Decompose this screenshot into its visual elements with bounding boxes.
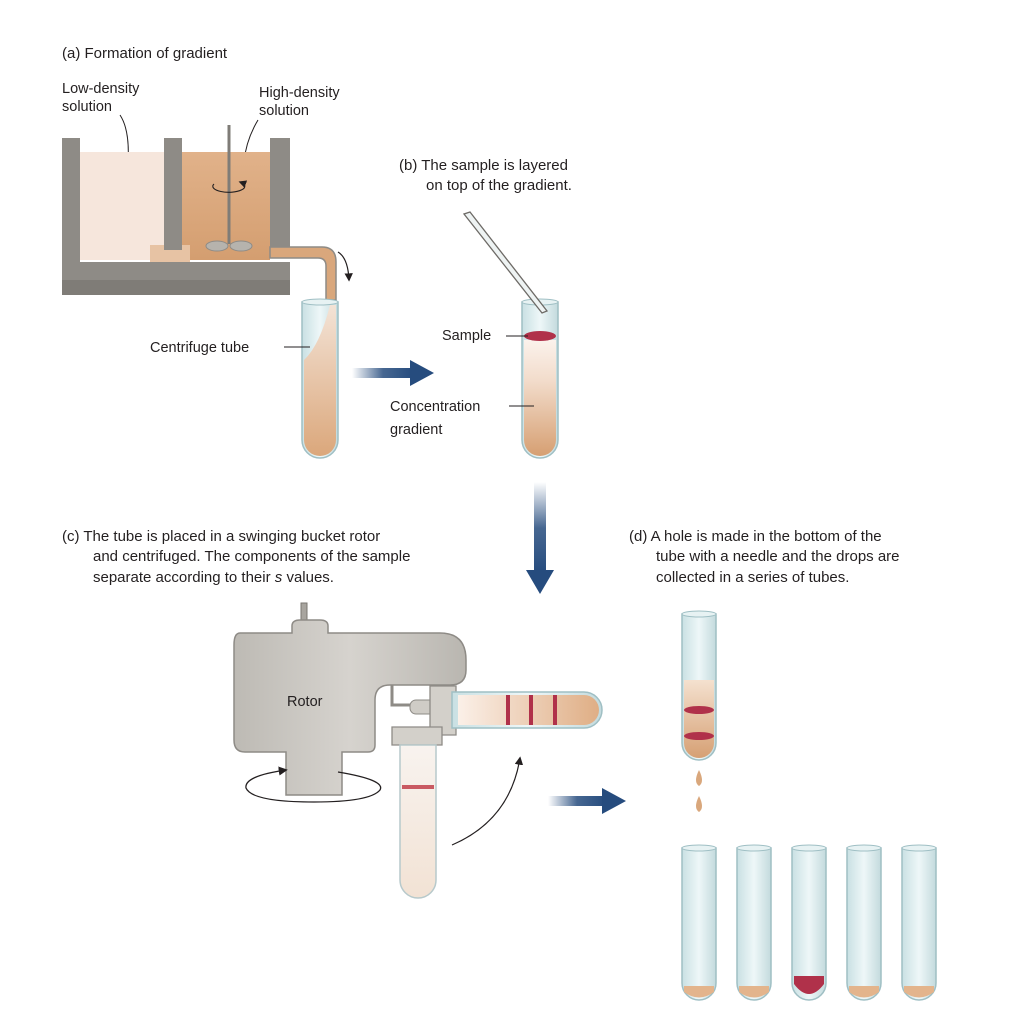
- vessel-divider: [164, 138, 182, 250]
- gradient-label: Concentration: [390, 399, 480, 415]
- collection-tube-4: [846, 844, 882, 1001]
- low-density-label: Low-density: [62, 81, 140, 97]
- source-tube-liquid: [684, 680, 714, 758]
- spin-arrow-icon: [245, 766, 382, 803]
- arrow-c-to-d: [548, 788, 626, 814]
- sample-band-resting: [402, 785, 434, 789]
- rotor-body: [233, 619, 467, 796]
- resting-tube: [399, 744, 437, 899]
- band-1: [506, 695, 510, 725]
- arrow-a-to-b: [352, 360, 434, 386]
- rotation-arrow-icon: [212, 180, 248, 193]
- panel-b-caption: (b) The sample is layered: [399, 157, 568, 174]
- vessel-left-wall: [62, 138, 290, 280]
- panel-d-caption-2: tube with a needle and the drops are: [656, 548, 900, 565]
- tube-a-liquid: [304, 305, 336, 456]
- panel-d-caption: (d) A hole is made in the bottom of the: [629, 528, 882, 545]
- high-density-label: High-density: [259, 85, 340, 101]
- collection-tube-1: [681, 844, 717, 1001]
- bucket-holder-horizontal: [429, 685, 457, 736]
- flow-arrow: [337, 251, 353, 282]
- bucket-holder-vertical: [391, 726, 443, 746]
- collection-tube-2: [736, 844, 772, 1001]
- arrow-right-icon-2: [602, 788, 626, 814]
- arrow-down-icon: [526, 570, 554, 594]
- sample-layer: [524, 331, 556, 341]
- rotor-label: Rotor: [287, 694, 323, 710]
- drop-2: [696, 796, 702, 812]
- drop-1: [696, 770, 702, 786]
- stirrer-blade-right: [229, 240, 253, 252]
- gradient-label-2: gradient: [390, 422, 442, 438]
- high-density-label-2: solution: [259, 103, 309, 119]
- band-3: [553, 695, 557, 725]
- panel-d-caption-3: collected in a series of tubes.: [656, 569, 849, 586]
- panel-c-caption-3: separate according to their s values.: [93, 569, 334, 586]
- centrifuge-tube-label: Centrifuge tube: [150, 340, 249, 356]
- arrow-right-icon: [410, 360, 434, 386]
- panel-c: (c) The tube is placed in a swinging buc…: [62, 528, 603, 899]
- stirrer-blade-left: [205, 240, 229, 252]
- collection-tube-5: [901, 844, 937, 1001]
- high-density-solution: [182, 152, 270, 260]
- panel-b-caption-2: on top of the gradient.: [426, 177, 572, 194]
- panel-c-caption-2: and centrifuged. The components of the s…: [93, 548, 410, 565]
- panel-a: (a) Formation of gradient Low-density so…: [62, 45, 353, 459]
- panel-c-caption: (c) The tube is placed in a swinging buc…: [62, 528, 380, 545]
- pipette: [462, 211, 549, 314]
- swung-tube-liquid: [458, 695, 599, 725]
- source-band-2: [684, 732, 714, 740]
- panel-a-caption: (a) Formation of gradient: [62, 45, 228, 62]
- arrow-b-to-c: [526, 482, 554, 594]
- vessel-right-wall: [270, 138, 290, 247]
- concentration-gradient: [524, 340, 556, 456]
- source-band-1: [684, 706, 714, 714]
- collection-tube-3: [791, 844, 827, 1001]
- panel-d: (d) A hole is made in the bottom of the …: [629, 528, 937, 1001]
- band-2: [529, 695, 533, 725]
- sample-label: Sample: [442, 328, 491, 344]
- panel-b: (b) The sample is layered on top of the …: [390, 157, 572, 459]
- low-density-label-2: solution: [62, 99, 112, 115]
- low-density-solution: [80, 152, 164, 260]
- swing-arrow-icon: [451, 756, 524, 846]
